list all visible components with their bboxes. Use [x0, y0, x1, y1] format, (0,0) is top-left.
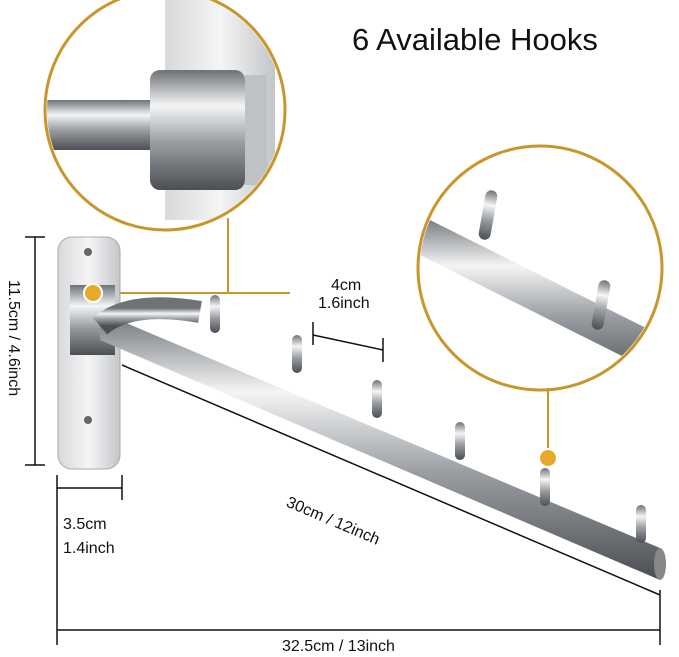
spacing-cm-label: 4cm	[331, 277, 362, 294]
title: 6 Available Hooks	[352, 22, 598, 57]
hooks	[210, 295, 646, 543]
spacing-inch-label: 1.6inch	[318, 295, 370, 312]
height-label: 11.5cm / 4.6inch	[5, 279, 22, 397]
dimension-lines	[25, 236, 661, 645]
hook-bar	[100, 312, 660, 580]
plate-width-inch-label: 1.4inch	[63, 540, 115, 557]
hooks-detail-circle	[416, 144, 664, 392]
hinge-detail-circle	[43, 0, 287, 232]
total-length-label: 32.5cm / 13inch	[282, 638, 395, 655]
plate-width-cm-label: 3.5cm	[63, 516, 107, 533]
